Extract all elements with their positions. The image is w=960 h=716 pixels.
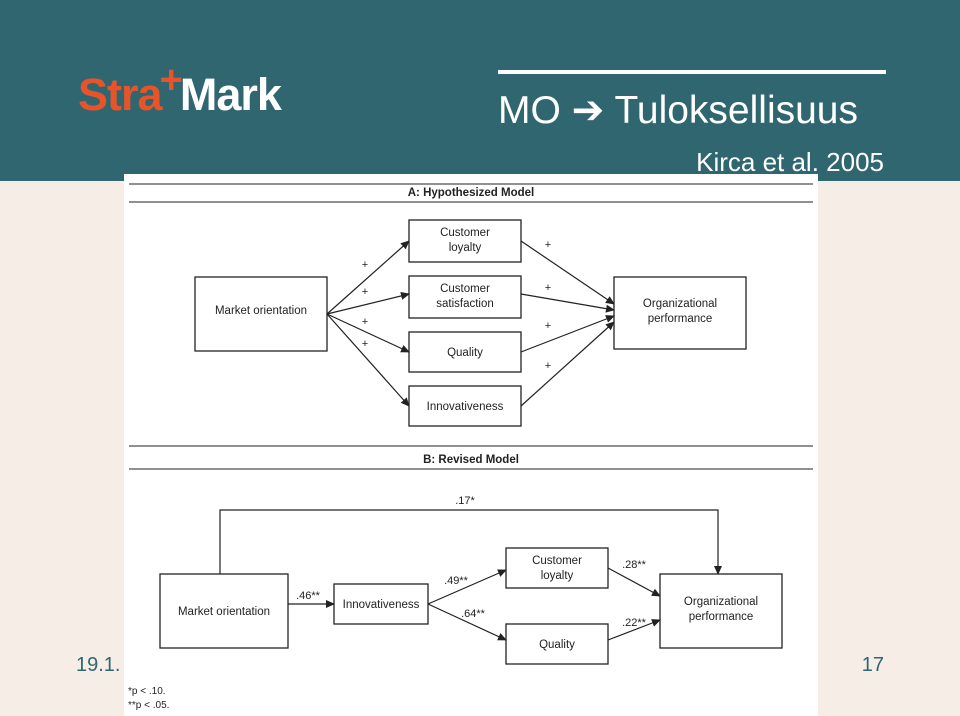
a-loyalty-line1: Customer bbox=[440, 227, 490, 239]
a-innovativeness-box: Innovativeness bbox=[408, 385, 522, 427]
a-sign-satisfaction-performance: + bbox=[545, 282, 551, 294]
b-performance-line1: Organizational bbox=[684, 596, 758, 608]
logo-text-stra: Stra bbox=[78, 69, 163, 120]
a-quality-label: Quality bbox=[447, 347, 483, 359]
a-sign-mo-innovativeness: + bbox=[362, 338, 368, 350]
b-quality-box: Quality bbox=[505, 623, 609, 665]
a-sign-loyalty-performance: + bbox=[545, 239, 551, 251]
b-performance-line2: performance bbox=[689, 611, 754, 623]
a-quality-box: Quality bbox=[408, 331, 522, 373]
b-innovativeness-label: Innovativeness bbox=[343, 599, 420, 611]
note-p10: *p < .10. bbox=[128, 686, 166, 697]
a-arrow-satisfaction-performance bbox=[520, 293, 615, 313]
a-performance-line2: performance bbox=[648, 313, 713, 325]
a-performance-line1: Organizational bbox=[643, 298, 717, 310]
a-loyalty-line2: loyalty bbox=[449, 242, 482, 254]
a-customer-loyalty-box: Customer loyalty bbox=[408, 219, 522, 263]
panel-b-header: B: Revised Model bbox=[423, 454, 519, 466]
a-sign-mo-satisfaction: + bbox=[362, 286, 368, 298]
a-sign-mo-quality: + bbox=[362, 316, 368, 328]
b-quality-label: Quality bbox=[539, 639, 575, 651]
b-innovativeness-box: Innovativeness bbox=[333, 583, 429, 625]
a-organizational-performance-box: Organizational performance bbox=[613, 276, 747, 350]
slide-title: MO ➔ Tuloksellisuus bbox=[498, 89, 886, 133]
b-arrow-quality-performance bbox=[607, 619, 661, 641]
a-satisfaction-line2: satisfaction bbox=[436, 298, 494, 310]
panel-a-header: A: Hypothesized Model bbox=[408, 187, 535, 199]
b-customer-loyalty-box: Customer loyalty bbox=[505, 547, 609, 589]
b-organizational-performance-box: Organizational performance bbox=[659, 573, 783, 649]
citation: Kirca et al. 2005 bbox=[696, 147, 884, 177]
arrow-icon: ➔ bbox=[571, 89, 605, 132]
b-coef-innovativeness-quality: .64** bbox=[461, 608, 486, 620]
a-arrow-loyalty-performance bbox=[520, 240, 615, 305]
a-arrow-quality-performance bbox=[520, 315, 615, 353]
b-arrow-innovativeness-loyalty bbox=[427, 569, 507, 605]
a-market-orientation-box: Market orientation bbox=[194, 276, 328, 352]
page-number: 17 bbox=[861, 654, 884, 676]
a-arrow-mo-quality bbox=[326, 313, 410, 353]
b-arrow-direct-mo-performance bbox=[219, 509, 722, 575]
b-coef-direct: .17* bbox=[455, 495, 475, 507]
b-market-orientation-box: Market orientation bbox=[159, 573, 289, 649]
a-arrow-mo-loyalty bbox=[326, 240, 410, 315]
a-market-orientation-label: Market orientation bbox=[215, 305, 307, 317]
stramark-logo: Stra+Mark bbox=[78, 60, 282, 120]
b-arrow-innovativeness-quality bbox=[427, 603, 507, 641]
logo-text-mark: Mark bbox=[179, 69, 282, 120]
title-left: MO bbox=[498, 89, 561, 132]
header-band: Stra+Mark MO ➔ Tuloksellisuus Kirca et a… bbox=[0, 0, 960, 181]
a-sign-mo-loyalty: + bbox=[362, 259, 368, 271]
a-arrow-mo-satisfaction bbox=[326, 292, 410, 315]
b-loyalty-line1: Customer bbox=[532, 555, 582, 567]
title-right: Tuloksellisuus bbox=[614, 89, 858, 132]
b-coef-quality-performance: .22** bbox=[622, 617, 647, 629]
title-rule bbox=[498, 70, 886, 74]
a-sign-quality-performance: + bbox=[545, 320, 551, 332]
a-satisfaction-line1: Customer bbox=[440, 283, 490, 295]
model-figure: A: Hypothesized Model Market orientation… bbox=[124, 174, 818, 716]
b-coef-innovativeness-loyalty: .49** bbox=[444, 575, 469, 587]
a-arrow-mo-innovativeness bbox=[326, 313, 410, 407]
logo-plus: + bbox=[159, 58, 183, 102]
a-arrow-innovativeness-performance bbox=[520, 321, 615, 407]
footer-date: 19.1. bbox=[76, 654, 121, 676]
a-sign-innovativeness-performance: + bbox=[545, 360, 551, 372]
model-diagram: A: Hypothesized Model Market orientation… bbox=[128, 183, 813, 711]
a-customer-satisfaction-box: Customer satisfaction bbox=[408, 275, 522, 319]
b-loyalty-line2: loyalty bbox=[541, 570, 574, 582]
note-p05: **p < .05. bbox=[128, 700, 169, 711]
b-coef-loyalty-performance: .28** bbox=[622, 559, 647, 571]
b-arrow-loyalty-performance bbox=[607, 567, 661, 597]
a-innovativeness-label: Innovativeness bbox=[427, 401, 504, 413]
b-coef-mo-innovativeness: .46** bbox=[296, 590, 321, 602]
b-market-orientation-label: Market orientation bbox=[178, 606, 270, 618]
